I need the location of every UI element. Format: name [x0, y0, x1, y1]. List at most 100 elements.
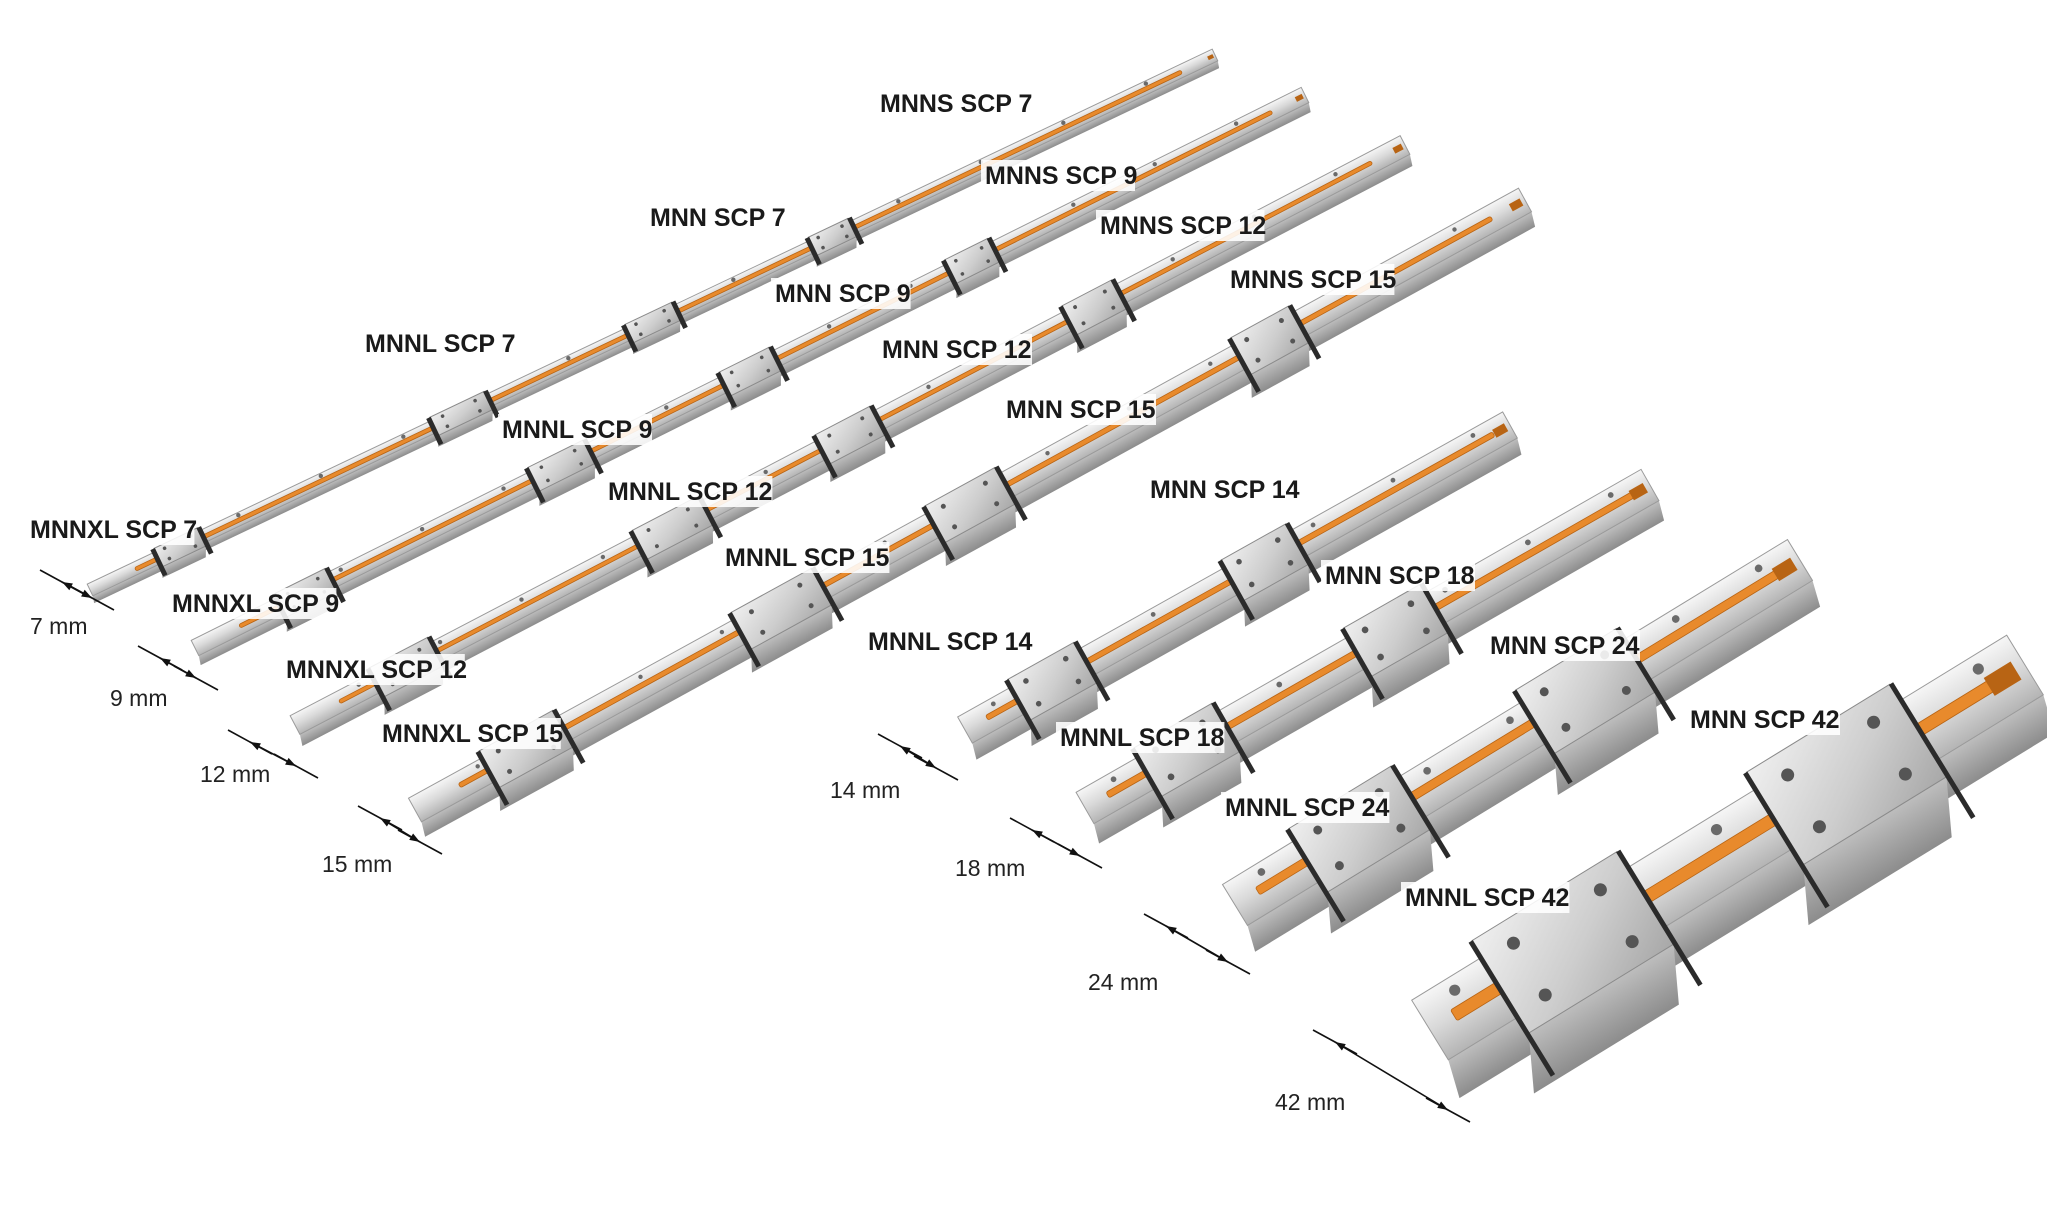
- dimension-42: 42 mm: [1275, 1029, 1471, 1123]
- label-backdrop: [721, 542, 890, 573]
- dimension-12: 12 mm: [200, 729, 319, 787]
- end-seal: [768, 345, 790, 382]
- carriage-side: [830, 435, 886, 482]
- end-seal: [475, 750, 510, 806]
- dimension-label: 14 mm: [830, 777, 900, 803]
- dimension-label: 24 mm: [1088, 969, 1158, 995]
- screw-hole: [1278, 317, 1284, 324]
- model-name: MNNL SCP 24: [1225, 794, 1390, 822]
- label-backdrop: [1401, 882, 1570, 913]
- carriage-side: [1528, 944, 1679, 1094]
- end-seal: [1285, 828, 1346, 923]
- dimension-arrow: [1437, 1101, 1448, 1110]
- stripe-end-tab: [1492, 423, 1509, 438]
- screw-hole: [162, 546, 167, 551]
- model-label: MNN SCP 18: [1321, 560, 1475, 591]
- screw-hole: [1625, 935, 1639, 949]
- dimension-24: 24 mm: [1088, 913, 1251, 995]
- label-backdrop: [1321, 560, 1475, 591]
- label-backdrop: [378, 718, 561, 749]
- carriage-side: [1371, 632, 1450, 708]
- mounting-hole: [1449, 984, 1461, 996]
- rail-12: [289, 135, 1413, 747]
- carriage-side: [1030, 682, 1098, 747]
- mounting-hole: [1276, 681, 1283, 688]
- model-name: MNNL SCP 18: [1060, 724, 1225, 752]
- end-seal: [847, 216, 865, 246]
- screw-hole: [1062, 655, 1069, 662]
- model-label: MNNL SCP 9: [498, 414, 653, 445]
- screw-hole: [827, 433, 832, 438]
- screw-hole: [729, 370, 734, 375]
- mounting-hole: [1110, 776, 1117, 783]
- screw-hole: [694, 523, 699, 528]
- mounting-hole: [566, 356, 571, 361]
- screw-hole: [646, 528, 651, 532]
- dimension-arrow: [185, 669, 196, 678]
- screw-hole: [1407, 600, 1415, 608]
- model-name: MNNL SCP 14: [868, 628, 1033, 656]
- model-label: MNN SCP 42: [1686, 704, 1840, 735]
- screw-hole: [634, 322, 638, 326]
- screw-hole: [167, 556, 172, 561]
- label-backdrop: [878, 334, 1032, 365]
- carriage-side: [1803, 776, 1952, 926]
- end-seal: [986, 236, 1009, 274]
- carriage-side: [633, 320, 681, 355]
- label-backdrop: [876, 88, 1030, 119]
- mounting-hole: [1972, 663, 1984, 675]
- screw-hole: [840, 224, 844, 228]
- dimension-arrow: [1069, 847, 1080, 856]
- mounting-hole: [1710, 823, 1723, 836]
- carriage: [1004, 640, 1111, 747]
- end-seal: [1130, 747, 1175, 821]
- screw-hole: [473, 398, 477, 403]
- screw-hole: [821, 245, 825, 250]
- dimension-arrow: [409, 833, 420, 842]
- end-seal: [869, 404, 896, 449]
- mounting-hole: [1071, 202, 1076, 207]
- screw-hole: [667, 319, 671, 323]
- end-seal: [628, 530, 655, 575]
- model-label: MNNXL SCP 12: [282, 654, 467, 685]
- screw-hole: [994, 501, 1000, 507]
- carriage: [1743, 682, 1976, 926]
- mounting-hole: [1452, 227, 1457, 232]
- carriage-side: [162, 545, 207, 578]
- mounting-hole: [1143, 81, 1149, 86]
- model-label: MNNXL SCP 15: [378, 718, 563, 749]
- mounting-hole: [1333, 172, 1338, 177]
- end-seal: [1110, 278, 1137, 323]
- model-label: MNNS SCP 9: [981, 160, 1137, 191]
- carriage: [628, 494, 724, 578]
- model-name: MNNL SCP 42: [1405, 884, 1569, 912]
- dimension-label: 12 mm: [200, 761, 270, 787]
- screw-hole: [860, 416, 865, 421]
- screw-hole: [1313, 825, 1323, 835]
- screw-hole: [1621, 685, 1631, 695]
- model-label: MNNL SCP 15: [721, 542, 890, 573]
- screw-hole: [1167, 773, 1175, 781]
- screw-hole: [954, 258, 958, 263]
- mounting-hole: [719, 629, 725, 635]
- screw-hole: [1812, 820, 1826, 834]
- label-backdrop: [1096, 210, 1265, 241]
- end-seal: [810, 566, 845, 622]
- screw-hole: [1898, 767, 1912, 781]
- model-label: MNN SCP 9: [771, 278, 911, 309]
- carriage-side: [1243, 564, 1310, 627]
- carriage: [921, 465, 1028, 566]
- screw-hole: [808, 603, 814, 609]
- rail-42: [1411, 634, 2047, 1099]
- mounting-hole: [1061, 120, 1066, 126]
- dimension-arrow: [1217, 953, 1228, 962]
- carriage: [1468, 849, 1703, 1094]
- model-name: MNNXL SCP 9: [172, 590, 339, 618]
- label-backdrop: [1056, 722, 1225, 753]
- carriage-side: [1076, 308, 1127, 353]
- model-label: MNNS SCP 7: [876, 88, 1032, 119]
- screw-hole: [572, 448, 577, 453]
- stripe-end-tab: [1294, 93, 1304, 102]
- screw-hole: [1539, 687, 1549, 697]
- model-name: MNN SCP 7: [650, 204, 786, 232]
